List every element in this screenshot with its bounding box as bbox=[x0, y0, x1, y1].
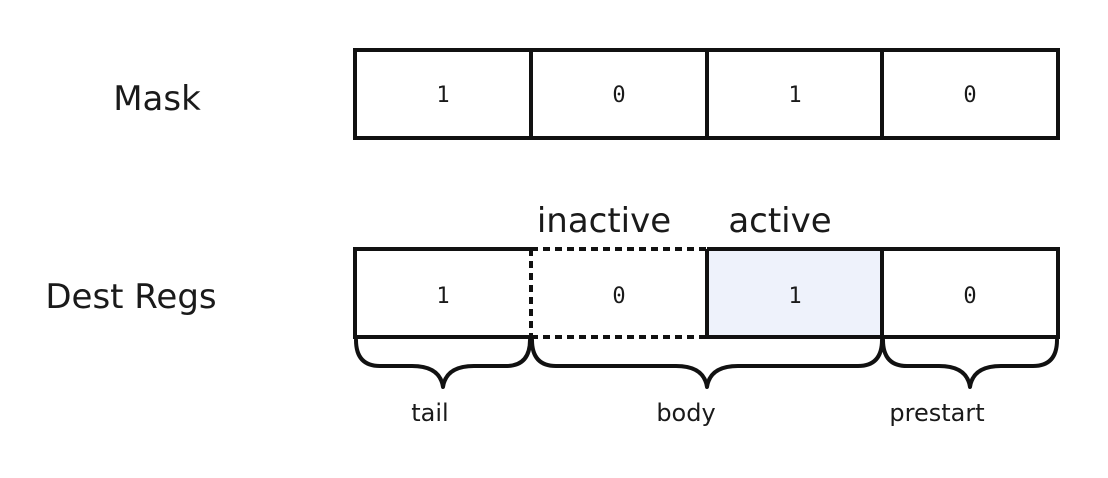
inactive-label: inactive bbox=[537, 201, 671, 241]
active-cell-highlight bbox=[707, 249, 882, 337]
tail-label: tail bbox=[411, 399, 448, 427]
dest-cell-value: 1 bbox=[788, 284, 801, 309]
dest-regs-row-label: Dest Regs bbox=[45, 277, 216, 317]
mask-cell-value: 1 bbox=[788, 83, 801, 108]
dest-register: 1 0 1 0 bbox=[353, 247, 1060, 339]
mask-cell-value: 0 bbox=[963, 83, 976, 108]
dest-cell-value: 0 bbox=[963, 284, 976, 309]
mask-row-label: Mask bbox=[113, 79, 201, 119]
mask-cell-value: 1 bbox=[436, 83, 449, 108]
dest-cell-tail-outline bbox=[353, 247, 531, 339]
tail-brace bbox=[354, 338, 532, 389]
body-label: body bbox=[656, 399, 715, 427]
prestart-label: prestart bbox=[889, 399, 984, 427]
prestart-brace bbox=[881, 338, 1059, 389]
mask-cell-value: 0 bbox=[612, 83, 625, 108]
body-brace bbox=[530, 338, 884, 389]
dest-cell-value: 1 bbox=[436, 284, 449, 309]
dest-cell-value: 0 bbox=[612, 284, 625, 309]
active-label: active bbox=[728, 201, 831, 241]
dest-cells-active-prestart-outline bbox=[705, 247, 1060, 339]
mask-register: 1 0 1 0 bbox=[353, 48, 1060, 140]
